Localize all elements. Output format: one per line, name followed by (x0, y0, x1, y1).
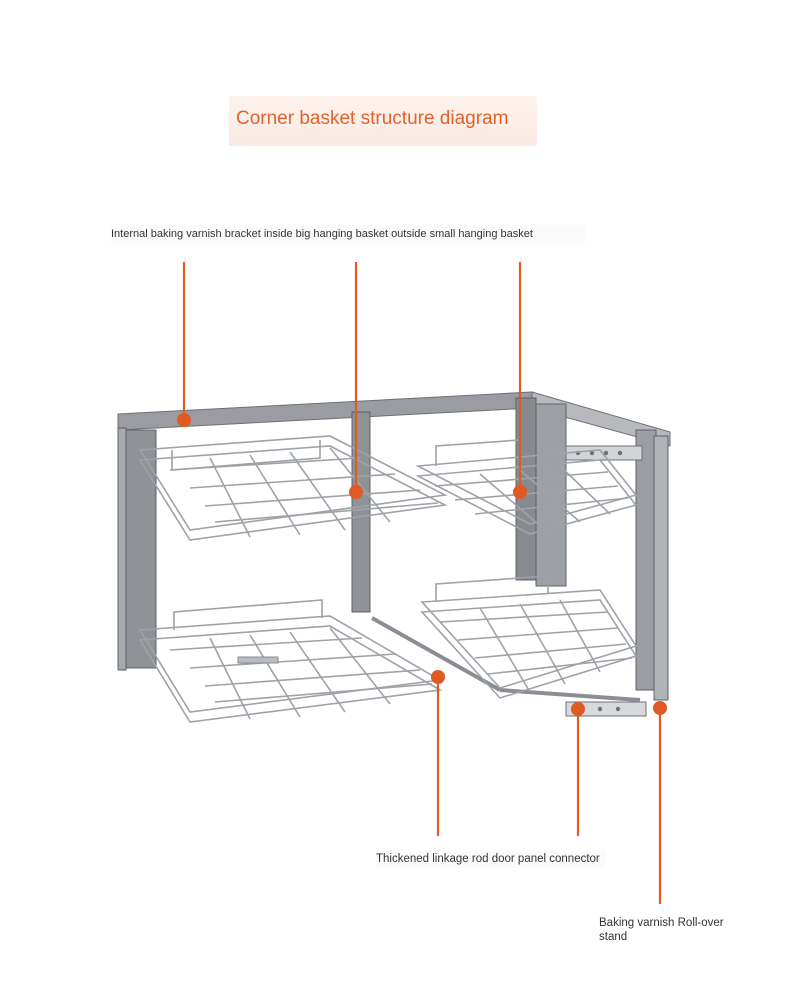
callout-leaders (184, 262, 660, 904)
label-linkage-rod-connector: Thickened linkage rod door panel connect… (376, 851, 606, 868)
lower-left-basket (140, 600, 440, 722)
callout-dot-door-connector (571, 702, 585, 716)
lower-right-basket (422, 576, 636, 698)
callout-dot-small-basket (513, 485, 527, 499)
label-rollover-stand: Baking varnish Roll-over stand (599, 916, 749, 944)
callout-dot-rollover-stand (653, 701, 667, 715)
callout-dot-big-basket (349, 485, 363, 499)
callout-dot-linkage-rod (431, 670, 445, 684)
callout-dot-bracket (177, 413, 191, 427)
upper-left-basket (140, 436, 445, 540)
